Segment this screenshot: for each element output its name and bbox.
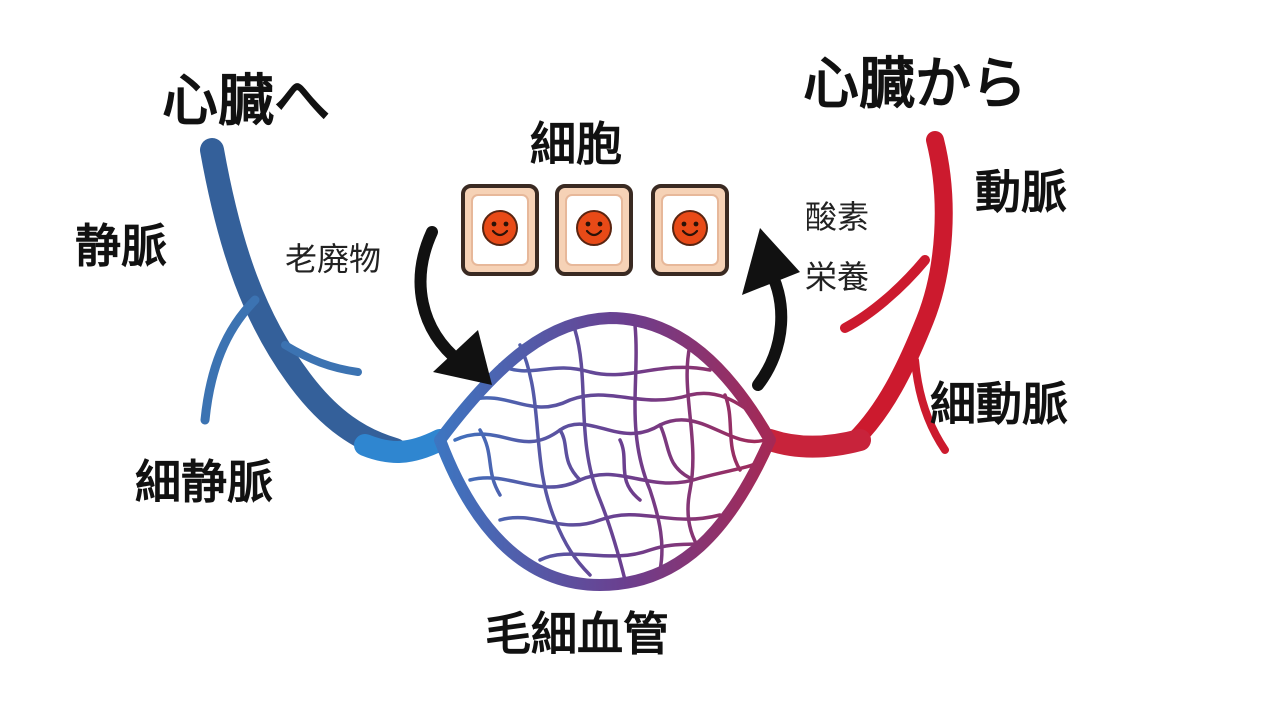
capillary-vessel [685,343,702,552]
label-artery: 動脈 [975,165,1067,219]
capillary-vessel [468,391,757,417]
face-smile [681,229,699,237]
vein-branch [200,295,260,425]
waste-arrow [414,226,492,385]
capillary-network [453,323,767,582]
capillary-vessel [658,423,692,480]
capillary-vessel [498,512,722,527]
capillary-vessel [573,328,627,582]
face-eye [681,221,687,227]
cell [555,184,633,276]
waste-arrow-shaft [414,226,466,368]
label-vein: 静脈 [75,219,167,273]
artery-branch-lower [911,356,949,454]
nutrient-arrow-head [742,228,800,295]
capillary-bed [434,312,776,591]
capillary-vessel [558,428,582,482]
cell-nucleus [672,210,708,246]
waste-arrow-head [433,330,492,385]
capillary-vessel [618,438,642,502]
label-from-heart: 心臓から [803,52,1027,117]
capillary-vessel [478,428,502,497]
face-eye [597,221,603,227]
label-nutrients: 栄養 [805,258,869,296]
face-eye [503,221,509,227]
face-smile [585,229,603,237]
venule [354,429,451,463]
cell-nucleus [482,210,518,246]
capillary-vessel [518,343,592,577]
nutrient-arrow [742,228,800,391]
capillary-vessel [468,460,762,489]
label-arteriole: 細動脈 [930,377,1068,431]
cells-group [461,184,729,276]
arteriole [759,429,871,458]
label-cell: 細胞 [530,117,622,171]
cell-nucleus [576,210,612,246]
label-venule: 細静脈 [135,455,273,509]
label-oxygen: 酸素 [805,198,869,236]
face-eye [693,221,699,227]
capillary-vessel [723,393,742,472]
face-eye [585,221,591,227]
capillary-vessel [633,323,664,572]
cell [651,184,729,276]
artery-trunk [846,131,953,449]
vein-branch-right [281,341,362,376]
label-waste: 老廃物 [285,240,381,278]
capillary-vessel [498,363,712,377]
arterial-vessels [759,131,953,458]
face-smile [491,229,509,237]
capillary-vessel [453,418,767,444]
label-capillary: 毛細血管 [485,607,669,661]
label-to-heart: 心臓へ [162,69,330,134]
artery-branch [840,255,930,333]
cell [461,184,539,276]
venous-vessels [200,138,451,463]
vein-trunk [200,138,407,462]
face-eye [491,221,497,227]
